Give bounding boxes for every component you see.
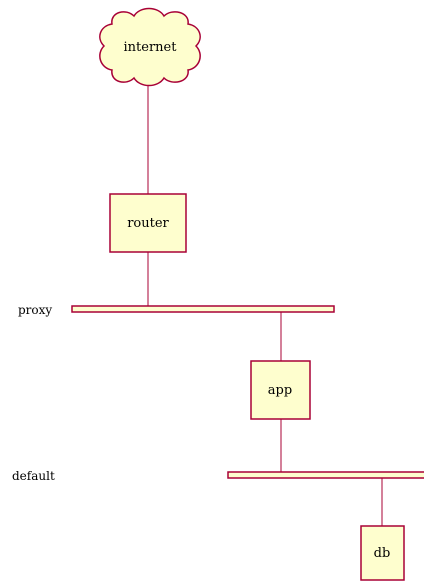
node-router-box	[109, 193, 187, 253]
node-db-box	[360, 525, 405, 581]
node-internet-label: internet	[124, 40, 178, 55]
node-app-label: app	[268, 383, 292, 398]
node-router: router	[109, 193, 187, 253]
node-app: app	[250, 360, 311, 420]
node-db: db	[360, 525, 405, 581]
network-proxy-bar	[71, 305, 335, 313]
network-proxy: proxy	[18, 303, 335, 317]
network-proxy-label: proxy	[18, 303, 52, 317]
node-router-label: router	[127, 216, 169, 231]
network-default-label: default	[12, 469, 55, 483]
network-default-bar	[227, 471, 424, 479]
cloud-shape	[99, 7, 201, 87]
network-default: default	[12, 469, 424, 483]
node-db-label: db	[374, 546, 391, 561]
node-internet: internet	[99, 7, 201, 87]
node-app-box	[250, 360, 311, 420]
